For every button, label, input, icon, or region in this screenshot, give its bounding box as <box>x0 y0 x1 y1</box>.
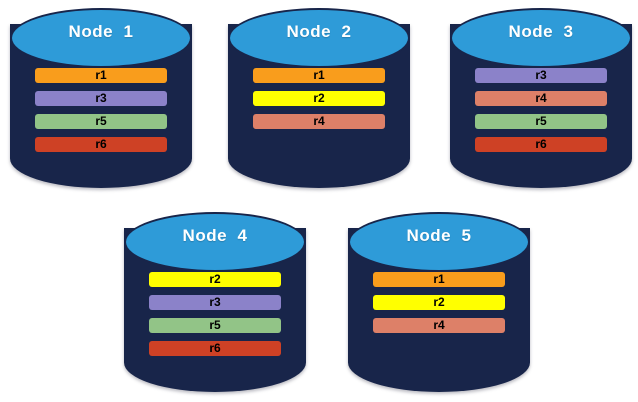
shard-list: r1 r2 r4 <box>228 68 410 129</box>
shard-list: r1 r2 r4 <box>348 272 530 333</box>
shard-bar[interactable]: r6 <box>475 137 607 152</box>
shard-bar[interactable]: r6 <box>35 137 167 152</box>
database-node-1[interactable]: Node 1 r1 r3 r5 r6 <box>10 8 192 188</box>
shard-bar[interactable]: r1 <box>373 272 505 287</box>
cylinder-top-lid <box>450 8 632 68</box>
node-title: Node 4 <box>182 226 248 245</box>
cylinder-icon <box>124 212 306 392</box>
shard-bar[interactable]: r2 <box>373 295 505 310</box>
cylinder-top-lid <box>228 8 410 68</box>
database-node-5[interactable]: Node 5 r1 r2 r4 <box>348 212 530 392</box>
shard-bar[interactable]: r1 <box>253 68 385 83</box>
shard-bar[interactable]: r4 <box>373 318 505 333</box>
shard-bar[interactable]: r5 <box>149 318 281 333</box>
shard-bar[interactable]: r4 <box>475 91 607 106</box>
cylinder-icon <box>348 212 530 392</box>
cylinder-top-lid <box>124 212 306 272</box>
cylinder-icon <box>450 8 632 188</box>
node-title: Node 2 <box>286 22 352 41</box>
node-title: Node 3 <box>508 22 574 41</box>
shard-bar[interactable]: r4 <box>253 114 385 129</box>
database-node-2[interactable]: Node 2 r1 r2 r4 <box>228 8 410 188</box>
shard-list: r1 r3 r5 r6 <box>10 68 192 152</box>
shard-bar[interactable]: r2 <box>253 91 385 106</box>
node-title: Node 1 <box>68 22 134 41</box>
shard-list: r2 r3 r5 r6 <box>124 272 306 356</box>
shard-bar[interactable]: r3 <box>149 295 281 310</box>
database-node-3[interactable]: Node 3 r3 r4 r5 r6 <box>450 8 632 188</box>
cylinder-icon <box>228 8 410 188</box>
shard-bar[interactable]: r1 <box>35 68 167 83</box>
database-node-4[interactable]: Node 4 r2 r3 r5 r6 <box>124 212 306 392</box>
shard-list: r3 r4 r5 r6 <box>450 68 632 152</box>
cylinder-icon <box>10 8 192 188</box>
shard-bar[interactable]: r5 <box>35 114 167 129</box>
shard-bar[interactable]: r5 <box>475 114 607 129</box>
shard-bar[interactable]: r6 <box>149 341 281 356</box>
shard-bar[interactable]: r3 <box>475 68 607 83</box>
cylinder-top-lid <box>348 212 530 272</box>
node-title: Node 5 <box>406 226 472 245</box>
shard-bar[interactable]: r2 <box>149 272 281 287</box>
cylinder-top-lid <box>10 8 192 68</box>
shard-bar[interactable]: r3 <box>35 91 167 106</box>
